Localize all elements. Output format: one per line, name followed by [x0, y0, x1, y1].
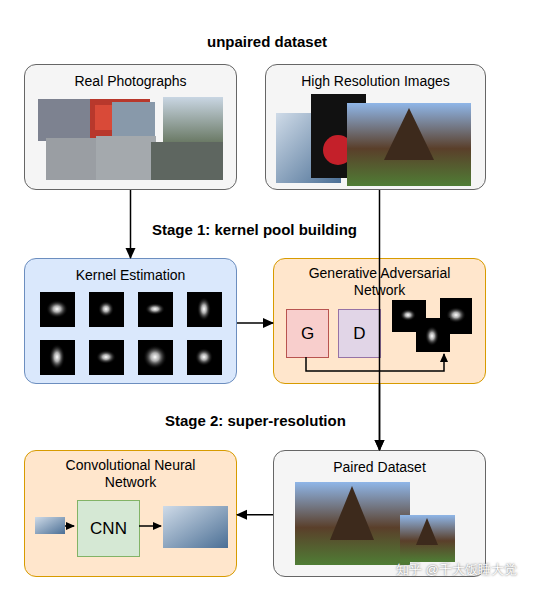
- process-box: Generative Adversarial NetworkG D: [273, 258, 486, 384]
- node-label: Kernel Estimation: [31, 267, 231, 284]
- flow-arrow: [237, 514, 273, 516]
- process-box: Kernel Estimation: [24, 258, 237, 384]
- node-label: D: [353, 325, 365, 342]
- node-label: CNN: [90, 520, 127, 537]
- node-label: Paired Dataset: [280, 459, 480, 476]
- diagram-title: unpaired dataset: [207, 33, 327, 50]
- data-box: Real Photographs: [24, 64, 237, 190]
- generator-box: G: [286, 309, 329, 358]
- node-label: G: [301, 325, 314, 342]
- stage-label: Stage 1: kernel pool building: [152, 221, 357, 238]
- discriminator-box: D: [338, 309, 381, 358]
- node-label: Convolutional Neural Network: [46, 457, 216, 491]
- watermark: 知乎 @千大饭睡大觉: [396, 561, 517, 579]
- model-box: CNN: [77, 500, 140, 557]
- node-label: Generative Adversarial Network: [295, 265, 465, 299]
- stage-label: Stage 2: super-resolution: [165, 412, 346, 429]
- process-box: Convolutional Neural NetworkCNN: [24, 450, 237, 577]
- data-box: Paired Dataset: [273, 450, 486, 577]
- flow-arrow: [379, 190, 381, 450]
- flow-arrow: [379, 384, 381, 450]
- node-label: High Resolution Images: [271, 73, 481, 90]
- flow-arrow: [237, 322, 273, 324]
- data-box: High Resolution Images: [265, 64, 486, 190]
- flow-arrow: [130, 190, 132, 258]
- node-label: Real Photographs: [31, 73, 231, 90]
